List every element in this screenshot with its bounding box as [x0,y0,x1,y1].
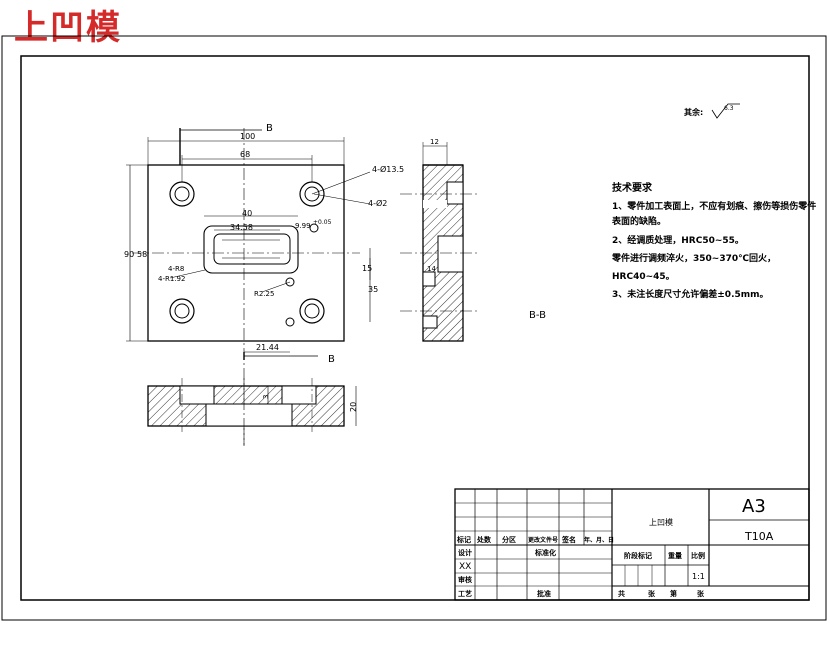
dim-width-holes: 68 [240,150,250,159]
roughness-label: 其余: [684,107,703,117]
tb-header-count: 处数 [476,535,492,544]
tb-header-mark: 标记 [456,535,471,544]
requirements-title: 技术要求 [612,181,653,194]
label-pins: 4-Ø2 [368,198,387,208]
tb-weight: 重量 [668,551,682,560]
dim-height-overall: 90 [124,250,134,259]
requirement-line: 表面的缺陷。 [611,215,666,227]
technical-requirements: 技术要求 1、零件加工表面上，不应有划痕、擦伤等损伤零件 表面的缺陷。 2、经调… [611,181,816,300]
dim-r1: 4-R1.92 [158,275,185,283]
tb-header-date: 年、月、日 [584,536,614,544]
pin-hole [285,277,295,287]
tb-design-label: 设计 [458,548,472,557]
tb-review-label: 审核 [458,575,472,584]
dim-height-20: 20 [349,402,358,412]
tb-part-name: 上凹模 [649,517,673,527]
pin-hole [309,223,319,233]
dim-slot-width: 40 [242,209,252,218]
side-section-view [400,142,480,342]
cavity-inner [213,233,291,265]
pin-hole [285,317,295,327]
dim-depth-3: 3 [262,395,270,399]
watermark-title: 上凹模 [14,8,122,48]
tb-sheet-total: 共 [618,589,625,598]
roughness-icon [711,103,740,119]
label-holes: 4-Ø13.5 [372,164,404,174]
tb-sheet-label2: 张 [697,589,705,598]
section-label: B-B [529,310,546,321]
tb-designer: XX [459,562,471,572]
inner-frame [20,55,810,601]
tb-header-change: 更改文件号 [528,536,558,544]
cut-label-bottom: B [328,354,335,365]
dim-slot-offset: 9.99 [295,222,311,230]
bolt-hole [299,298,325,324]
requirement-line: 3、未注长度尺寸允许偏差±0.5mm。 [612,288,769,300]
tb-header-zone: 分区 [502,535,516,544]
dim-slot-tol: +0.05 [313,219,332,226]
dim-detail-14: 14 [427,265,436,273]
dim-width-overall: 100 [240,132,255,141]
roughness-value: 6.3 [724,105,734,112]
requirement-line: 2、经调质处理，HRC50~55。 [612,234,744,246]
dim-offset-2144: 21.44 [256,343,279,352]
requirement-line: 1、零件加工表面上，不应有划痕、擦伤等损伤零件 [612,200,816,212]
dim-height-holes: 58 [137,250,147,259]
tb-scale: 1:1 [692,572,705,581]
dim-r8: 4-R8 [168,265,184,273]
dim-thickness-12: 12 [430,138,439,146]
tb-header-sign: 签名 [561,535,576,544]
dim-slot-inner: 34.58 [230,223,253,232]
bottom-section-view [147,378,357,446]
tb-paper-size: A3 [742,496,766,517]
bolt-hole [169,181,195,207]
tb-approve-label: 批准 [537,589,551,598]
tb-standard-label: 标准化 [534,548,556,557]
requirement-line: HRC40~45。 [612,272,675,282]
title-block [454,488,810,601]
tb-material: T10A [744,530,774,543]
dim-vertical-35: 35 [368,285,378,294]
cavity-slot [203,225,299,274]
dim-r225: R2.25 [254,290,274,298]
tb-sheet-label: 张 [648,589,656,598]
dim-slot-height: 15 [362,264,372,273]
tb-process-label: 工艺 [458,589,472,598]
outer-frame [1,35,827,621]
tb-stage-mark: 阶段标记 [624,551,652,560]
requirement-line: 零件进行调频淬火，350~370℃回火， [611,252,776,264]
tb-ratio: 比例 [691,551,705,560]
cut-label-top: B [266,123,273,134]
tb-sheet-no: 第 [670,589,677,598]
bolt-hole [169,298,195,324]
